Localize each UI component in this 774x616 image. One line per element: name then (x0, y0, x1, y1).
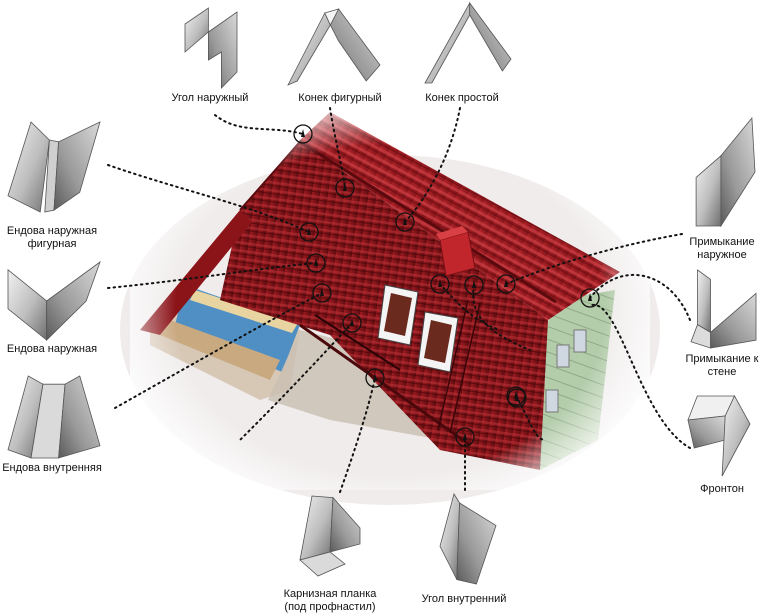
label-line: (под профнастил) (284, 601, 376, 613)
label-line: Примыкание к (685, 353, 759, 365)
outer-abutment-icon (695, 116, 756, 228)
eave-strip-icon (299, 495, 361, 577)
callout-circle (293, 124, 313, 144)
outer-valley-icon (7, 260, 101, 341)
shaped-outer-valley-icon (7, 121, 101, 213)
label-ugol-vnutr: Угол внутренний (414, 593, 514, 606)
leader-line-endova-naruzh (107, 262, 317, 289)
label-line: Угол наружный (171, 92, 249, 104)
leader-line-primyk-naruzh (505, 233, 683, 285)
leader-line-extra (472, 284, 531, 351)
callout-arrow (301, 129, 305, 137)
leader-line-konek-figurny (329, 107, 346, 189)
callout-arrow (588, 293, 592, 301)
label-line: Ендова внутренняя (2, 462, 102, 474)
label-line: Примыкание (689, 236, 755, 248)
label-endova-vnutr: Ендова внутренняя (0, 462, 112, 475)
callout-circle (580, 288, 600, 308)
leader-line-primyk-stene (589, 274, 691, 321)
callout-arrow (403, 217, 407, 225)
callout-circle (395, 212, 415, 232)
label-fronton: Фронтон (687, 483, 757, 496)
label-line: Конек фигурный (298, 92, 382, 104)
callout-circle (335, 178, 355, 198)
leader-line-endova-naruzh-fig (107, 164, 310, 233)
house-illustration (120, 90, 660, 505)
callout-circle (312, 283, 332, 303)
callout-markers (293, 124, 600, 447)
label-line: Угол внутренний (421, 593, 507, 605)
leader-line-extra (239, 322, 353, 441)
leader-lines (107, 107, 691, 493)
callout-circle (430, 274, 450, 294)
label-konek-figurny: Конек фигурный (290, 92, 390, 105)
label-line: стене (707, 366, 737, 378)
callout-circle (299, 222, 319, 242)
callout-arrow (350, 318, 354, 326)
simple-ridge-flashing-icon (424, 1, 512, 84)
callout-circle (506, 386, 526, 406)
label-ugol-naruzhny: Угол наружный (170, 92, 250, 105)
label-line: Ендова наружная (6, 225, 98, 237)
callout-circle (306, 253, 326, 273)
callout-circle (342, 313, 362, 333)
callout-circle (464, 275, 484, 295)
callout-arrow (472, 280, 476, 288)
label-line: фигурная (27, 238, 77, 250)
callout-arrow (307, 227, 311, 235)
callout-arrow (463, 432, 467, 440)
callout-arrow (504, 279, 508, 287)
leader-line-endova-vnutr (114, 292, 323, 409)
inner-corner-flashing-icon (439, 493, 497, 585)
leader-line-extra (515, 395, 546, 441)
callout-circle (365, 368, 385, 388)
callout-arrow (373, 373, 377, 381)
label-konek-prostoy: Конек простой (417, 92, 507, 105)
leader-line-ugol-naruzhny (214, 114, 304, 135)
callout-arrow (343, 183, 347, 191)
shaped-ridge-flashing-icon (287, 8, 381, 86)
label-line: Фронтон (700, 483, 744, 495)
leader-line-extra (439, 283, 501, 331)
label-endova-naruzh: Ендова наружная (0, 343, 107, 356)
label-karniz: Карнизная планка(под профнастил) (270, 588, 390, 614)
gable-trim-icon (687, 395, 751, 477)
callout-arrow (320, 288, 324, 296)
wall-abutment-icon (690, 269, 757, 349)
label-line: Ендова наружная (6, 343, 98, 355)
inner-valley-icon (7, 375, 101, 459)
label-line: Конек простой (425, 92, 499, 104)
leader-line-konek-prostoy (404, 107, 461, 223)
callout-circle (496, 274, 516, 294)
label-line: наружное (697, 249, 747, 261)
label-line: Карнизная планка (283, 588, 377, 600)
edge-fade (130, 90, 650, 490)
outer-corner-flashing-icon (184, 7, 238, 89)
profile-icons (7, 1, 757, 585)
callout-arrow (438, 279, 442, 287)
callout-circle (507, 388, 527, 408)
callout-circle (455, 427, 475, 447)
callout-arrow (314, 258, 318, 266)
leader-line-fronton (591, 303, 691, 449)
callout-arrow (514, 391, 518, 399)
